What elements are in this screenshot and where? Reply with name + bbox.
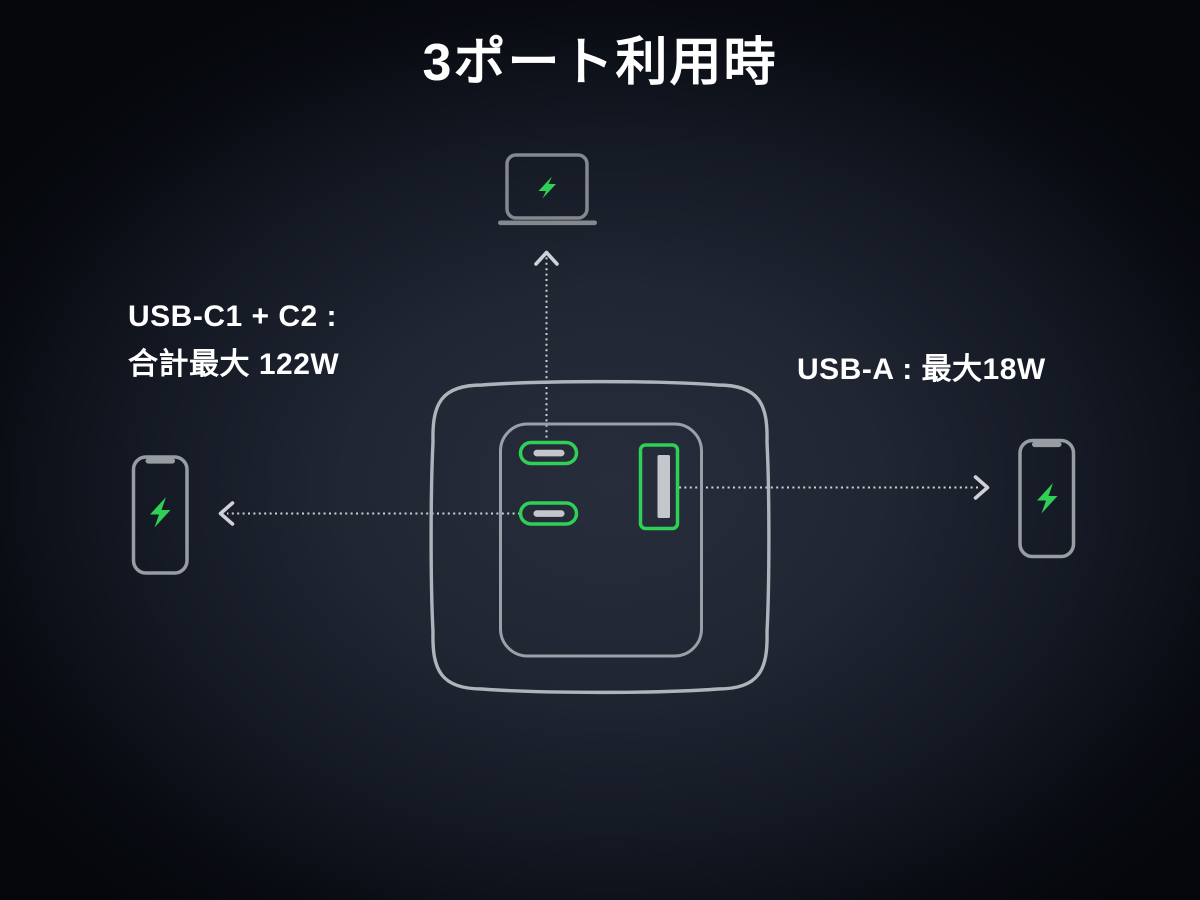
page-title: 3ポート利用時 [422, 34, 778, 92]
phone-left-notch [145, 458, 175, 464]
usb-a-port-tongue [657, 455, 670, 518]
lightning-bolt-icon [1037, 483, 1058, 514]
phone-right-notch [1032, 441, 1062, 448]
usb-c2-port-tongue [533, 510, 565, 517]
charger-faceplate [499, 422, 703, 658]
usb-c-power-label: USB-C1 + C2 : 合計最大 122W [128, 293, 339, 389]
phone-right-body [1018, 438, 1076, 559]
arrowhead-up-icon [534, 250, 559, 266]
usb-a-port [638, 443, 680, 531]
arrow-to-laptop [534, 250, 559, 443]
charger-device [429, 379, 771, 695]
lightning-bolt-icon [538, 176, 556, 199]
usb-c-power-label-line1: USB-C1 + C2 : [128, 300, 338, 333]
usb-c2-port-outline [518, 501, 579, 526]
usb-c2-port [518, 501, 579, 526]
lightning-bolt-icon [150, 497, 171, 528]
usb-c1-port [518, 440, 579, 466]
arrowhead-left-icon [218, 501, 235, 526]
phone-right-icon [1018, 438, 1076, 559]
laptop-icon [498, 153, 597, 226]
usb-a-port-outline [638, 443, 680, 531]
arrow-to-right-phone [679, 475, 990, 500]
usb-a-power-label: USB-A : 最大18W [797, 353, 1046, 386]
usb-c1-port-tongue [533, 449, 565, 457]
phone-left-icon [131, 455, 189, 575]
phone-left-body [131, 455, 189, 575]
arrow-to-left-phone [218, 501, 520, 526]
usb-c1-port-outline [518, 440, 579, 466]
usb-c-power-label-line2: 合計最大 122W [128, 348, 340, 381]
laptop-screen [505, 153, 589, 220]
charger-outline [429, 379, 771, 695]
arrowhead-right-icon [973, 475, 990, 500]
laptop-base [498, 220, 597, 226]
